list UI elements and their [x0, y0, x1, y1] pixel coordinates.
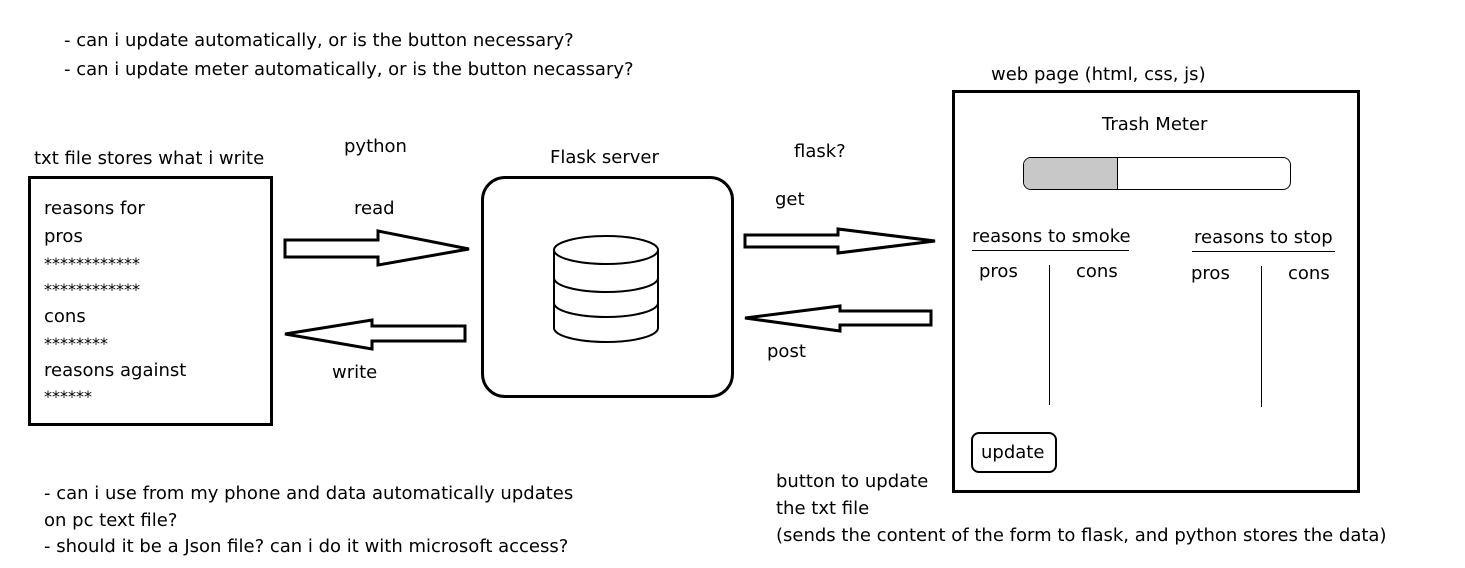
button-note-1: button to update: [776, 471, 929, 492]
button-note-2: the txt file: [776, 498, 870, 519]
label-post: post: [767, 341, 806, 362]
label-flask-question: flask?: [794, 141, 846, 162]
stop-heading: reasons to stop: [1194, 227, 1333, 248]
post-arrow: [744, 304, 933, 333]
web-page-title: web page (html, css, js): [991, 64, 1206, 85]
stop-heading-underline: [1192, 251, 1335, 252]
stop-cons-label: cons: [1288, 263, 1330, 284]
txt-line-stars-3: ********: [44, 334, 108, 353]
web-page-box: Trash Meter reasons to smoke pros cons r…: [952, 90, 1360, 493]
smoke-pros-label: pros: [979, 261, 1018, 282]
read-arrow: [283, 229, 470, 267]
txt-line-stars-4: ******: [44, 387, 92, 406]
bottom-note-1: - can i use from my phone and data autom…: [44, 483, 574, 504]
write-arrow: [284, 318, 467, 351]
bottom-note-3: - should it be a Json file? can i do it …: [44, 536, 569, 557]
update-button[interactable]: update: [971, 432, 1057, 473]
stop-pros-label: pros: [1191, 263, 1230, 284]
bottom-note-2: on pc text file?: [44, 510, 178, 531]
txt-line-stars-2: ************: [44, 280, 140, 299]
smoke-cons-label: cons: [1076, 261, 1118, 282]
top-note-2: - can i update meter automatically, or i…: [64, 59, 634, 80]
txt-file-title: txt file stores what i write: [34, 148, 265, 169]
stop-column-divider: [1261, 266, 1262, 407]
txt-line-reasons-against: reasons against: [44, 360, 187, 381]
label-python: python: [344, 136, 407, 157]
server-title: Flask server: [550, 147, 659, 168]
get-arrow: [743, 227, 936, 255]
label-write: write: [332, 362, 378, 383]
txt-file-box: reasons for pros ************ **********…: [28, 176, 273, 426]
trash-meter-fill: [1024, 158, 1119, 189]
top-note-1: - can i update automatically, or is the …: [64, 30, 574, 51]
button-note-3: (sends the content of the form to flask,…: [776, 525, 1387, 546]
txt-line-reasons-for: reasons for: [44, 198, 145, 219]
trash-meter-title: Trash Meter: [1102, 114, 1208, 135]
txt-line-stars-1: ************: [44, 254, 140, 273]
trash-meter-bar: [1023, 157, 1291, 190]
smoke-column-divider: [1049, 265, 1050, 405]
txt-line-pros: pros: [44, 226, 83, 247]
label-read: read: [354, 198, 395, 219]
smoke-heading-underline: [972, 250, 1129, 251]
update-button-label: update: [981, 442, 1045, 463]
txt-line-cons: cons: [44, 306, 86, 327]
smoke-heading: reasons to smoke: [972, 226, 1131, 247]
database-icon: [553, 235, 659, 343]
label-get: get: [775, 189, 805, 210]
